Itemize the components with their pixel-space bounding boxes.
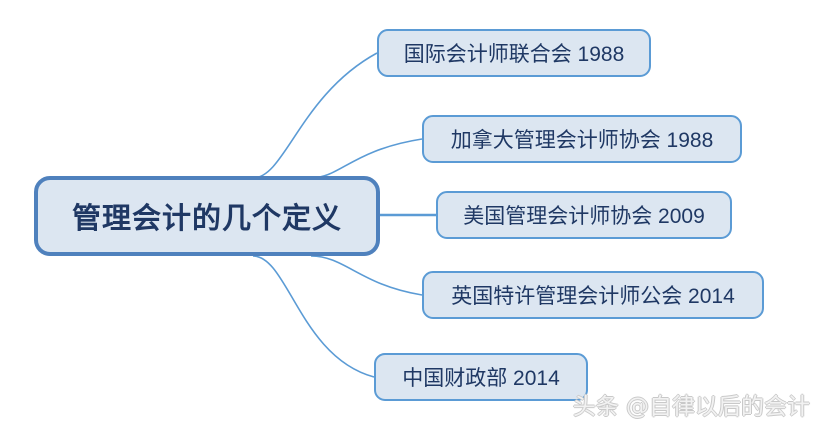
child-node-label: 美国管理会计师协会 2009: [463, 205, 705, 228]
connector-to-child-1: [310, 138, 423, 179]
connector-to-child-0: [252, 52, 378, 179]
root-node-label: 管理会计的几个定义: [71, 203, 342, 235]
child-node-mof-china[interactable]: 中国财政部 2014: [374, 353, 588, 401]
child-node-ifac[interactable]: 国际会计师联合会 1988: [377, 29, 651, 77]
child-node-label: 英国特许管理会计师公会 2014: [451, 285, 735, 308]
root-node[interactable]: 管理会计的几个定义: [34, 176, 380, 256]
child-node-cma-canada[interactable]: 加拿大管理会计师协会 1988: [422, 115, 742, 163]
watermark-text: 头条 @自律以后的会计: [572, 394, 810, 420]
connector-to-child-4: [252, 255, 375, 378]
connector-to-child-3: [310, 255, 423, 296]
child-node-label: 加拿大管理会计师协会 1988: [450, 129, 714, 152]
child-node-ima-usa[interactable]: 美国管理会计师协会 2009: [436, 191, 732, 239]
child-node-label: 国际会计师联合会 1988: [403, 43, 625, 66]
child-node-label: 中国财政部 2014: [402, 367, 560, 390]
child-node-cima-uk[interactable]: 英国特许管理会计师公会 2014: [422, 271, 764, 319]
